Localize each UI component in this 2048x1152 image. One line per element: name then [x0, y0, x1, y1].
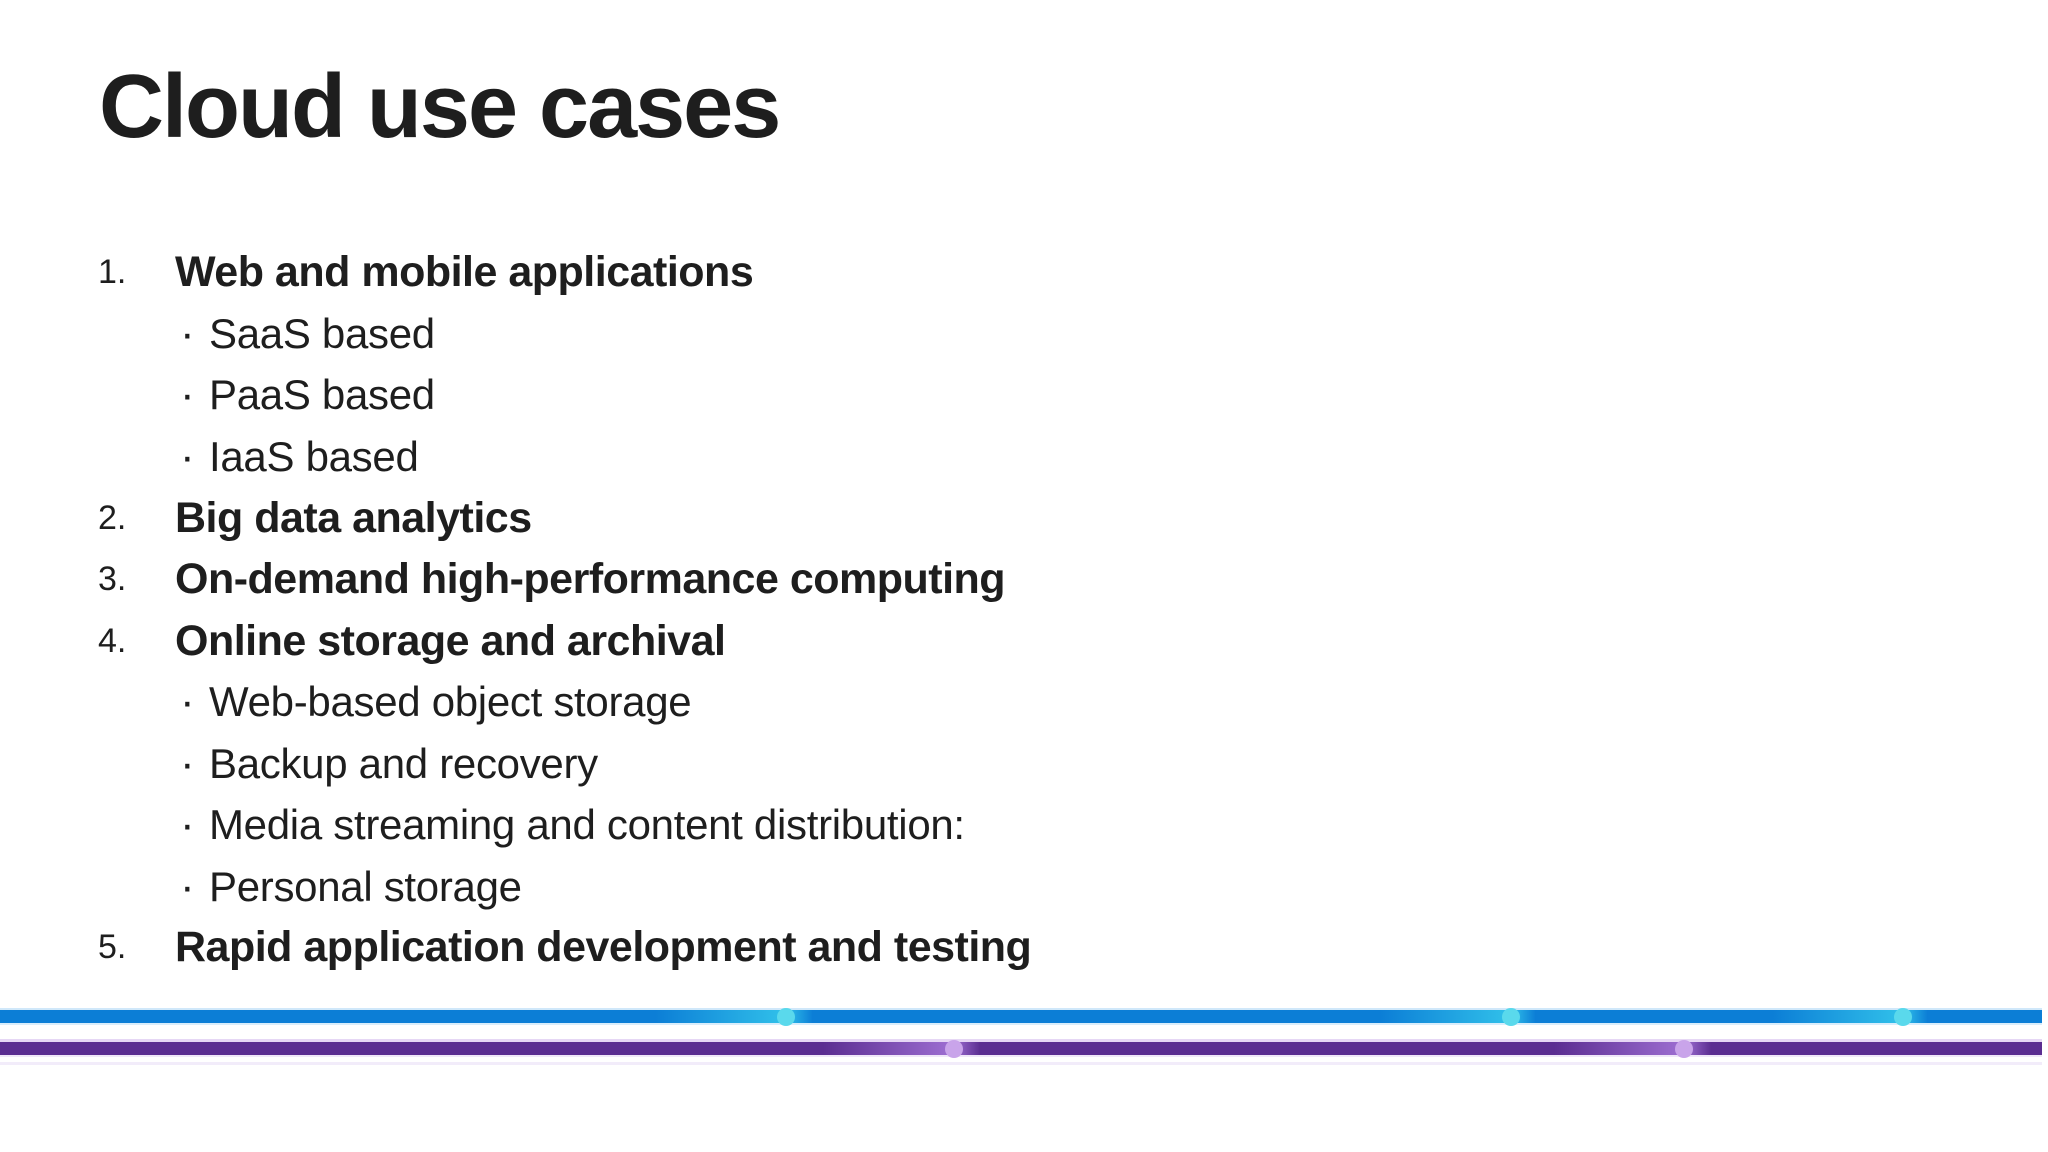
accent-bar-blue	[0, 1010, 2042, 1023]
list-subitem-label: SaaS based	[209, 310, 435, 358]
use-case-list: 1. Web and mobile applications · SaaS ba…	[98, 242, 1598, 979]
list-subitem-label: Media streaming and content distribution…	[209, 801, 965, 849]
list-item-5: 5. Rapid application development and tes…	[98, 917, 1598, 978]
bullet-icon: ·	[180, 431, 195, 481]
bullet-icon: ·	[180, 309, 195, 359]
list-subitem: · Backup and recovery	[98, 733, 1598, 794]
list-item-1: 1. Web and mobile applications	[98, 242, 1598, 303]
list-item-label: Web and mobile applications	[175, 248, 754, 297]
list-subitem-label: Personal storage	[209, 862, 522, 910]
accent-bar-purple-halo	[0, 1062, 2042, 1065]
accent-dot-purple	[1675, 1040, 1693, 1058]
list-item-3: 3. On-demand high-performance computing	[98, 549, 1598, 610]
list-subitem-label: Web-based object storage	[209, 678, 692, 726]
list-item-number: 3.	[98, 560, 127, 599]
bullet-icon: ·	[180, 738, 195, 788]
list-item-label: Big data analytics	[175, 493, 532, 542]
accent-dot-blue	[1502, 1008, 1520, 1026]
bullet-icon: ·	[180, 370, 195, 420]
list-subitem: · Web-based object storage	[98, 672, 1598, 733]
accent-dot-purple	[945, 1040, 963, 1058]
list-item-4: 4. Online storage and archival	[98, 610, 1598, 671]
list-item-2: 2. Big data analytics	[98, 488, 1598, 549]
list-subitem: · Media streaming and content distributi…	[98, 795, 1598, 856]
list-subitem-label: Backup and recovery	[209, 739, 598, 787]
list-item-label: Online storage and archival	[175, 616, 726, 665]
list-subitem-label: IaaS based	[209, 432, 419, 480]
list-item-label: On-demand high-performance computing	[175, 555, 1006, 604]
list-subitem-label: PaaS based	[209, 371, 435, 419]
list-subitem: · Personal storage	[98, 856, 1598, 917]
list-item-number: 4.	[98, 621, 127, 660]
list-item-number: 5.	[98, 928, 127, 967]
accent-dot-blue	[777, 1008, 795, 1026]
accent-dot-blue	[1894, 1008, 1912, 1026]
list-subitem: · IaaS based	[98, 426, 1598, 487]
bullet-icon: ·	[180, 861, 195, 911]
list-subitem: · PaaS based	[98, 365, 1598, 426]
list-subitem: · SaaS based	[98, 303, 1598, 364]
accent-bar-purple	[0, 1042, 2042, 1055]
list-item-number: 1.	[98, 253, 127, 292]
slide-title: Cloud use cases	[99, 57, 781, 157]
bullet-icon: ·	[180, 800, 195, 850]
bullet-icon: ·	[180, 677, 195, 727]
list-item-number: 2.	[98, 498, 127, 537]
list-item-label: Rapid application development and testin…	[175, 923, 1032, 972]
